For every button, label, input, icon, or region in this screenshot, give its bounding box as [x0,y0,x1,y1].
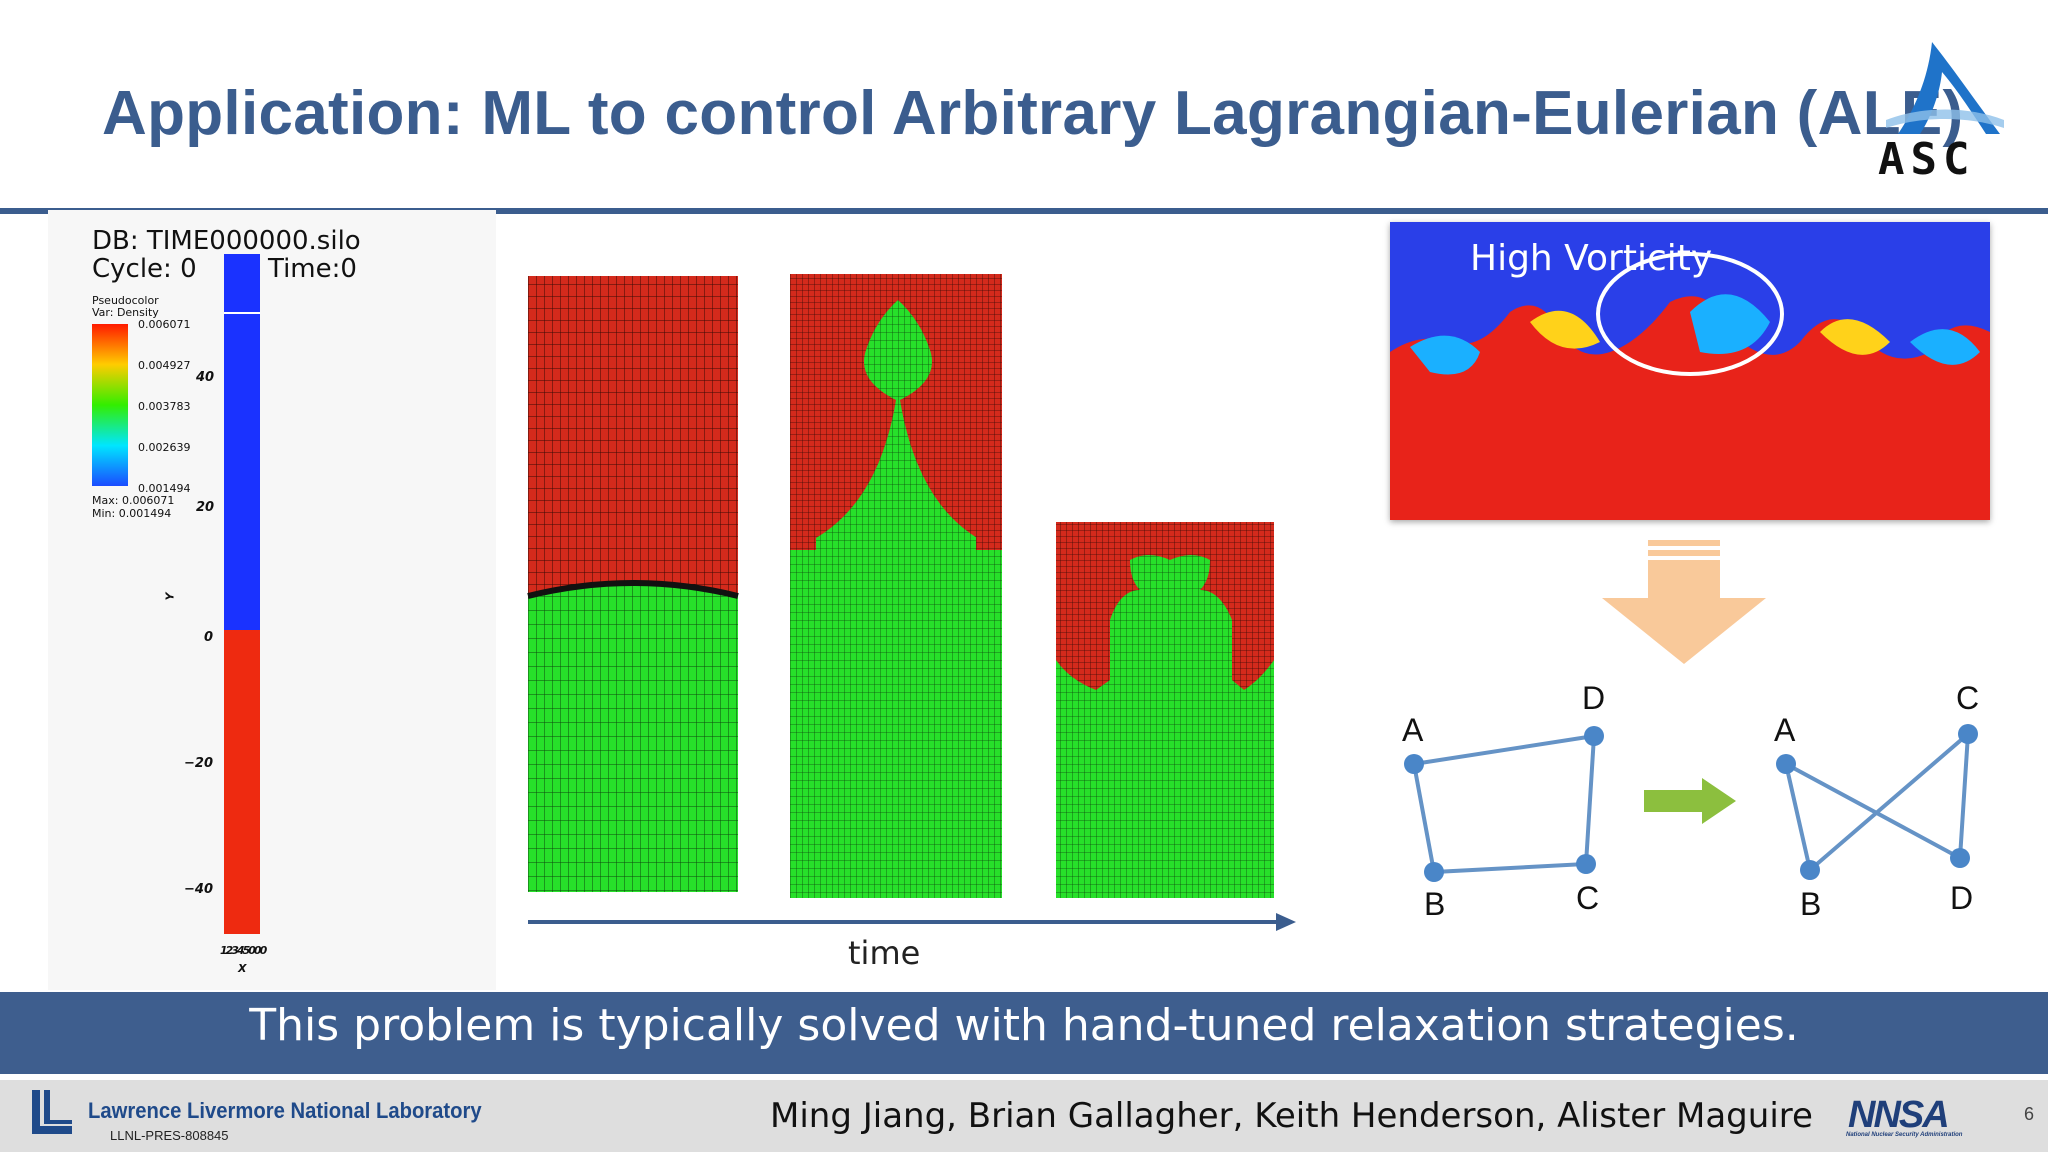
graph-node [1584,726,1604,746]
legend-tick: 0.004927 [138,359,191,372]
node-label: D [1582,680,1606,716]
x-ticks: 12345000 [220,944,267,957]
page-number: 6 [2024,1104,2035,1124]
authors: Ming Jiang, Brian Gallagher, Keith Hende… [770,1096,1813,1136]
graph-node [1776,754,1796,774]
plot-type-label: Pseudocolor [92,294,159,307]
graph-node [1958,724,1978,744]
nnsa-logo: NNSA National Nuclear Security Administr… [1844,1092,2000,1148]
graph-before: A D B C [1390,680,1650,940]
legend-tick: 0.003783 [138,400,191,413]
vorticity-label: High Vorticity [1470,238,1713,279]
colorbar [92,324,128,486]
y-axis-label: Y [163,592,177,601]
slide-title: Application: ML to control Arbitrary Lag… [102,79,1964,148]
mesh-snapshots [527,274,1296,931]
y-tick: 20 [196,500,215,515]
cycle-label: Cycle: 0 [92,254,197,284]
nnsa-logo-text: NNSA [1848,1094,1950,1136]
max-label: Max: 0.006071 [92,494,175,507]
density-column-heavy [224,630,260,934]
asc-logo-text: ASC [1878,134,1976,185]
variable-label: Var: Density [92,306,159,319]
mesh-snapshot-late [1056,522,1274,898]
time-arrowhead [1276,913,1296,931]
mesh-snapshot-initial [527,276,739,892]
db-label: DB: TIME000000.silo [92,226,361,256]
y-tick: 0 [204,630,214,645]
min-label: Min: 0.001494 [92,507,172,520]
graph-after: A C B D [1760,680,2020,940]
y-tick: −40 [184,882,213,897]
density-column-light [224,312,260,554]
high-vorticity-image [1390,222,1990,520]
graph-node [1800,860,1820,880]
node-label: C [1956,680,1980,716]
footer-divider [0,1074,2048,1080]
node-label: B [1424,886,1446,922]
down-arrow-icon [1600,536,1768,666]
vorticity-highlight-ellipse [1596,252,1784,376]
graph-node [1424,862,1444,882]
mesh-snapshot-mid [790,274,1002,898]
document-id: LLNL-PRES-808845 [110,1128,229,1143]
footer-bar [0,1080,2048,1152]
y-tick: 40 [196,370,215,385]
vorticity-field [1390,222,1990,520]
node-label: A [1774,712,1796,748]
asc-swoosh-icon [1886,42,2004,134]
llnl-logo-icon [28,1088,74,1138]
y-tick: −20 [184,756,213,771]
node-label: D [1950,880,1974,916]
legend-tick: 0.002639 [138,441,191,454]
title-divider [0,208,2048,214]
x-axis-label: X [238,962,247,975]
right-arrow-icon [1640,776,1740,826]
asc-logo: ASC [1872,36,2012,186]
time-readout: Time:0 [268,254,357,284]
density-column-top [224,254,260,312]
conclusion-banner [0,992,2048,1074]
density-column-interface [224,552,260,630]
visit-pseudocolor-plot: DB: TIME000000.silo Cycle: 0 Time:0 Pseu… [48,210,496,990]
node-label: B [1800,886,1822,922]
lab-name: Lawrence Livermore National Laboratory [88,1098,482,1123]
legend-tick: 0.001494 [138,482,191,495]
node-label: C [1576,880,1600,916]
nnsa-caption: National Nuclear Security Administration [1846,1132,1963,1138]
time-axis-label: time [848,934,921,972]
graph-node [1576,854,1596,874]
graph-node [1404,754,1424,774]
ale-mesh-sequence [520,260,1320,980]
legend-tick: 0.006071 [138,318,191,331]
graph-node [1950,848,1970,868]
banner-text: This problem is typically solved with ha… [249,1000,1799,1051]
node-label: A [1402,712,1424,748]
